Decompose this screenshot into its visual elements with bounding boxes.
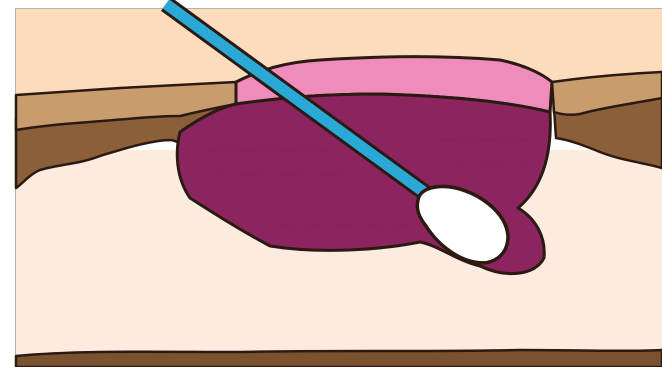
- deep-tissue-layer: [16, 350, 662, 367]
